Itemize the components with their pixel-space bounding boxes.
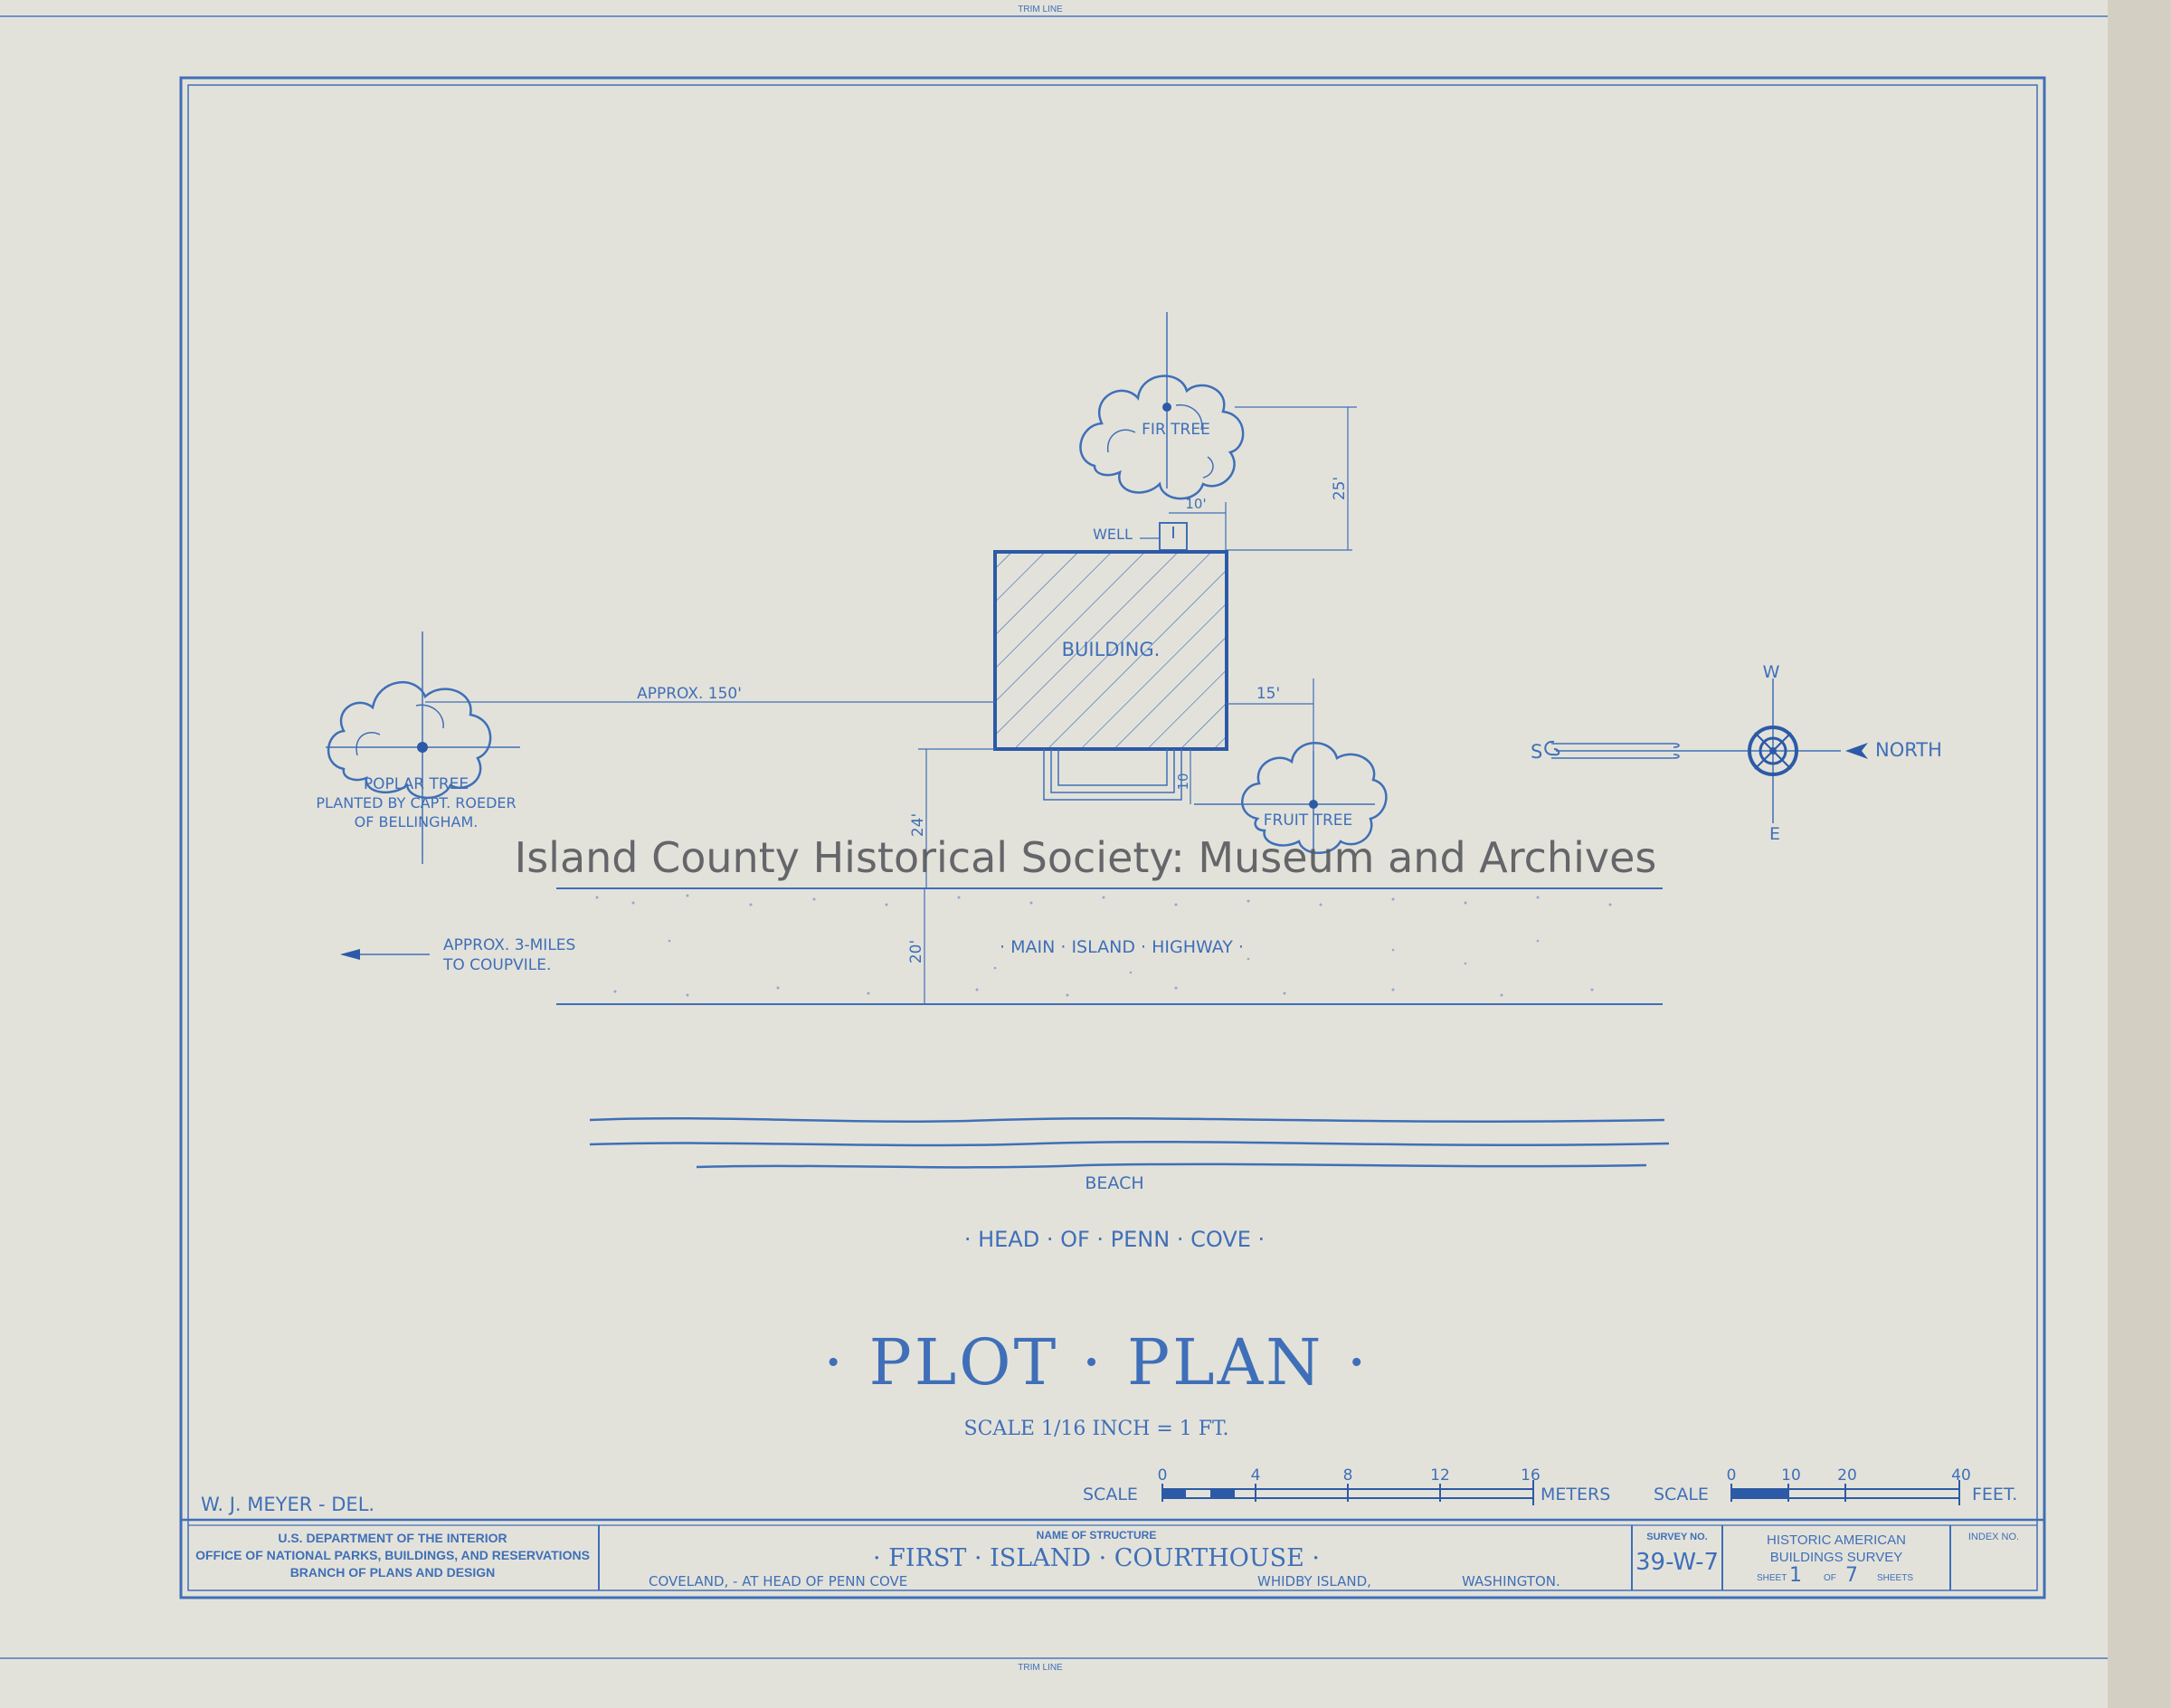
- fir-tree-label: FIR TREE: [1142, 421, 1210, 439]
- fir-tree: [1079, 312, 1245, 500]
- feet-tick-10: 10: [1781, 1466, 1801, 1485]
- name-of-structure-label: NAME OF STRUCTURE: [1037, 1529, 1157, 1542]
- location-left: COVELAND, - AT HEAD OF PENN COVE: [649, 1573, 907, 1589]
- habs-line2: BUILDINGS SURVEY: [1770, 1550, 1902, 1565]
- plot-plan-title: · PLOT · PLAN ·: [823, 1325, 1370, 1400]
- feet-tick-40: 40: [1951, 1466, 1971, 1485]
- meter-unit: METERS: [1541, 1485, 1610, 1504]
- dim-15-label: 15': [1256, 685, 1280, 703]
- building-label: BUILDING.: [1062, 639, 1161, 660]
- meter-tick-8: 8: [1343, 1466, 1353, 1485]
- coupville-label-line1: APPROX. 3-MILES: [443, 936, 575, 954]
- index-no-label: INDEX NO.: [1968, 1532, 2019, 1542]
- feet-unit: FEET.: [1972, 1485, 2017, 1504]
- sheet-total: 7: [1845, 1564, 1858, 1587]
- meter-scale-word: SCALE: [1083, 1485, 1138, 1504]
- sheet-number: 1: [1789, 1564, 1802, 1587]
- compass-east-label: E: [1769, 824, 1780, 844]
- title-block-frame: [181, 1518, 2044, 1590]
- dim-24-label: 24': [909, 813, 927, 837]
- poplar-label-line1: POPLAR TREE: [364, 775, 469, 793]
- compass-south-label: S: [1531, 741, 1542, 763]
- dim-25-label: 25': [1331, 477, 1349, 500]
- trim-line-bottom-label: TRIM LINE: [1018, 1663, 1063, 1673]
- building: [993, 550, 1228, 751]
- penn-cove-label: · HEAD · OF · PENN · COVE ·: [964, 1227, 1265, 1252]
- approx-150-label: APPROX. 150': [637, 685, 742, 703]
- survey-no-label: SURVEY NO.: [1646, 1532, 1707, 1542]
- paper-edge-strip: [2108, 0, 2171, 1708]
- sheets-word: SHEETS: [1877, 1573, 1913, 1583]
- location-island: WHIDBY ISLAND,: [1257, 1573, 1371, 1589]
- feet-tick-20: 20: [1837, 1466, 1857, 1485]
- coupville-arrow-head: [340, 949, 360, 960]
- fruit-tree-label: FRUIT TREE: [1264, 811, 1353, 830]
- trim-line-top-label: TRIM LINE: [1018, 5, 1063, 14]
- highway-label: · MAIN · ISLAND · HIGHWAY ·: [1000, 937, 1244, 957]
- survey-no: 39-W-7: [1635, 1549, 1719, 1576]
- beach-label: BEACH: [1085, 1173, 1143, 1193]
- poplar-tree: [326, 631, 520, 864]
- poplar-label-line2: PLANTED BY CAPT. ROEDER: [316, 794, 516, 811]
- compass-west-label: W: [1763, 662, 1780, 682]
- feet-scale-bar: [1730, 1480, 1960, 1505]
- dim-10-top-label: 10': [1185, 496, 1206, 512]
- drawing-border-inner: [187, 84, 2038, 1591]
- dim-20-label: 20': [907, 940, 925, 963]
- of-word: OF: [1824, 1573, 1836, 1583]
- scale-note: SCALE 1/16 INCH = 1 FT.: [964, 1418, 1229, 1440]
- fruit-tree: [1194, 742, 1388, 855]
- dim-10-side-label: 10: [1175, 773, 1191, 790]
- meter-tick-16: 16: [1521, 1466, 1541, 1485]
- structure-name: · FIRST · ISLAND · COURTHOUSE ·: [873, 1544, 1320, 1572]
- watermark: Island County Historical Society: Museum…: [515, 833, 1657, 882]
- drawing-border-outer: [179, 76, 2046, 1599]
- coupville-label-line2: TO COUPVILE.: [442, 956, 551, 974]
- meter-tick-4: 4: [1251, 1466, 1261, 1485]
- paper-sheet: [0, 0, 2108, 1708]
- well-label: WELL: [1093, 526, 1133, 543]
- agency-line2: OFFICE OF NATIONAL PARKS, BUILDINGS, AND…: [195, 1548, 590, 1562]
- agency-line1: U.S. DEPARTMENT OF THE INTERIOR: [278, 1531, 507, 1545]
- beach-waves: [589, 1117, 1670, 1169]
- meter-tick-0: 0: [1158, 1466, 1168, 1485]
- highway-stipple: [595, 894, 1612, 997]
- meter-scale-bar: [1161, 1480, 1534, 1505]
- location-state: WASHINGTON.: [1462, 1573, 1560, 1589]
- poplar-label-line3: OF BELLINGHAM.: [355, 813, 479, 830]
- habs-line1: HISTORIC AMERICAN: [1767, 1532, 1906, 1548]
- compass-north-label: NORTH: [1875, 739, 1942, 761]
- agency-line3: BRANCH OF PLANS AND DESIGN: [290, 1565, 496, 1580]
- delineator: W. J. MEYER - DEL.: [201, 1494, 374, 1515]
- sheet-word: SHEET: [1757, 1573, 1787, 1583]
- north-arrow: [1544, 678, 1868, 823]
- meter-tick-12: 12: [1430, 1466, 1450, 1485]
- feet-tick-0: 0: [1727, 1466, 1737, 1485]
- feet-scale-word: SCALE: [1654, 1485, 1709, 1504]
- building-steps: [1043, 749, 1182, 801]
